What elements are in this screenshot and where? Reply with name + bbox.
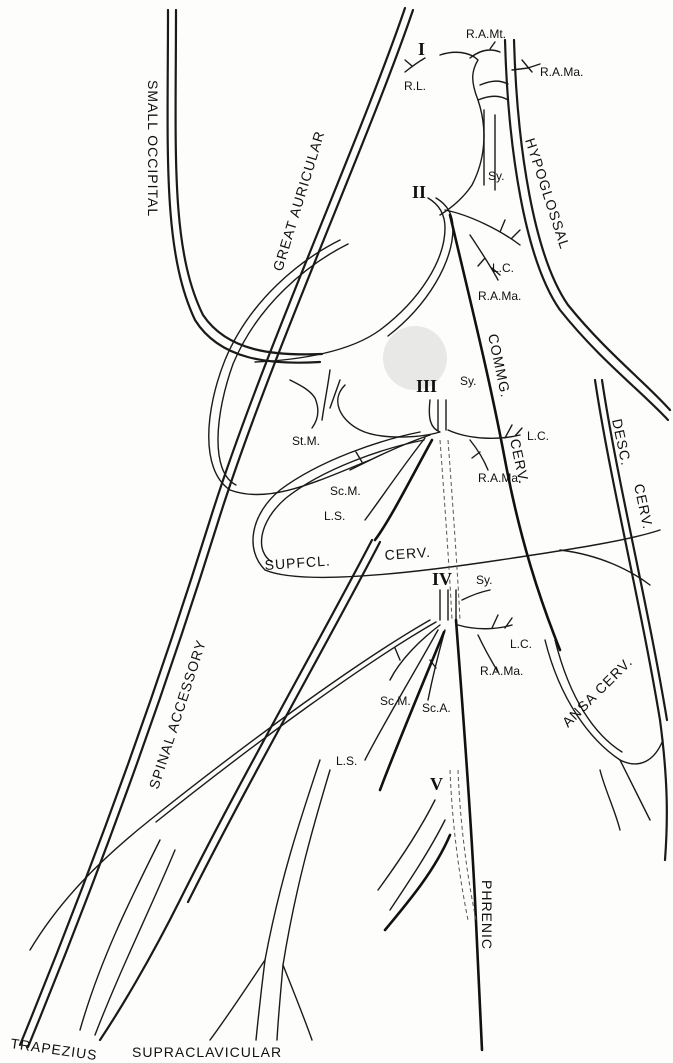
label-small-occipital: SMALL OCCIPITAL [145,80,161,217]
great-auricular-nerve [20,8,413,1047]
label-ram-1: R.A.Ma. [540,65,583,79]
label-ramt: R.A.Mt. [466,27,506,41]
label-lc-2: L.C. [492,261,514,275]
smudge [383,326,447,390]
label-lc-4: L.C. [510,637,532,651]
spinal-accessory-nerve [100,540,380,1040]
label-cerv-desc: CERV. [631,482,656,531]
label-ls-3: L.S. [324,509,345,523]
root-label-ii: II [412,182,426,202]
hypoglossal-nerve [505,40,670,420]
label-stm: St.M. [292,434,320,448]
label-supfcl: SUPFCL. [264,552,331,573]
root-label-v: V [430,774,443,794]
phrenic-nerve [440,440,482,1050]
root-label-i: I [418,39,425,59]
root-label-iii: III [416,376,437,396]
ansa-cervicalis [545,640,663,830]
root-v-branches [378,800,450,930]
label-ram-4: R.A.Ma. [480,664,523,678]
label-ansa-cerv: ANSA CERV. [559,653,636,730]
supraclavicular-branches [210,760,330,1040]
label-sy-4: Sy. [476,573,492,587]
label-sy-3: Sy. [460,374,476,388]
stm-branches [290,370,340,428]
label-supraclavicular: SUPRACLAVICULAR [132,1044,282,1060]
label-lc-3: L.C. [527,429,549,443]
label-cerv-sup: CERV. [384,544,431,563]
label-ls-4: L.S. [336,754,357,768]
label-rl: R.L. [404,79,426,93]
label-scm-3: Sc.M. [330,484,361,498]
root-label-iv: IV [432,569,452,589]
label-ram-2: R.A.Ma. [478,289,521,303]
root-iv-branches [30,590,512,950]
label-trapezius: TRAPEZIUS [10,1035,99,1063]
label-sy-1: Sy. [488,169,504,183]
root-ii-branches [209,198,520,495]
label-sca-4: Sc.A. [422,701,451,715]
label-scm-4: Sc.M. [380,694,411,708]
label-phrenic: PHRENIC [479,880,495,950]
